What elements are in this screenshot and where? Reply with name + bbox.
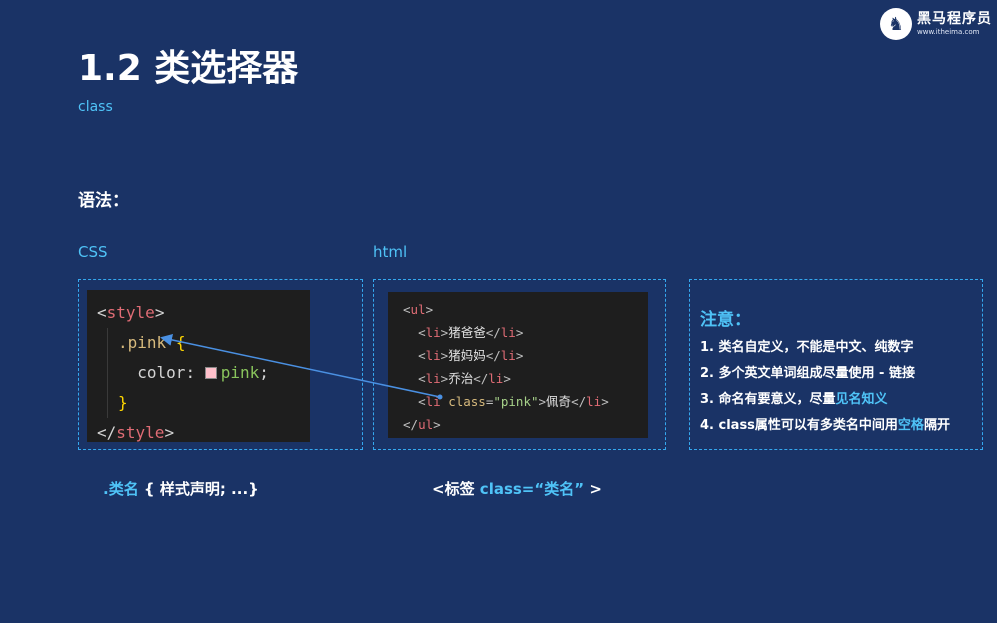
note-text: 隔开	[923, 418, 950, 433]
css-label: CSS	[78, 243, 108, 261]
notes-title: 注意：	[700, 310, 751, 330]
slide-subtitle: class	[78, 99, 113, 115]
li-tag: li	[425, 325, 441, 340]
brand-logo: ♞ 黑马程序员 www.itheima.com	[880, 6, 992, 42]
class-attr: class	[448, 394, 486, 409]
html-code-block: <ul> <li>猪爸爸</li> <li>猪妈妈</li> <li>乔治</l…	[388, 292, 648, 438]
ul-close-tag: ul	[418, 417, 434, 432]
syntax-label: 语法：	[78, 191, 129, 211]
li-tag: li	[425, 394, 441, 409]
tag-close-text: >	[584, 480, 602, 498]
html-label: html	[373, 243, 408, 261]
note-text: 4. class属性可以有多类名中间用	[700, 418, 898, 433]
note-highlight: 见名知义	[835, 392, 888, 407]
list-item: 猪妈妈	[448, 348, 486, 363]
class-attr-text: class=“类名”	[479, 480, 585, 498]
li-tag: li	[488, 371, 504, 386]
declaration-text: { 样式声明; ...}	[138, 480, 259, 498]
note-highlight: 空格	[897, 418, 924, 433]
horse-logo-icon: ♞	[880, 8, 912, 40]
li-tag: li	[500, 348, 516, 363]
class-selector-text: .类名	[103, 480, 139, 498]
notes-dashed-box	[689, 279, 983, 450]
css-selector: .pink	[118, 333, 167, 352]
li-tag: li	[586, 394, 602, 409]
note-item: 3. 命名有要意义，尽量见名知义	[700, 387, 950, 413]
note-item: 4. class属性可以有多类名中间用空格隔开	[700, 413, 950, 439]
style-close-tag: style	[116, 423, 165, 442]
ul-open-tag: ul	[410, 302, 426, 317]
style-open-tag: style	[106, 303, 155, 322]
tag-open-text: <标签	[432, 480, 480, 498]
logo-name: 黑马程序员	[917, 11, 992, 27]
html-syntax-summary: <标签 class=“类名” >	[432, 478, 602, 499]
class-value: "pink"	[493, 394, 539, 409]
css-value: pink	[220, 363, 260, 382]
list-item: 猪爸爸	[448, 325, 486, 340]
note-item: 2. 多个英文单词组成尽量使用 - 链接	[700, 366, 915, 381]
logo-url: www.itheima.com	[917, 28, 980, 36]
li-tag: li	[425, 371, 441, 386]
list-item: 乔治	[448, 371, 474, 386]
li-tag: li	[425, 348, 441, 363]
note-item: 1. 类名自定义，不能是中文、纯数字	[700, 340, 914, 355]
css-property: color	[137, 363, 186, 382]
color-swatch	[204, 367, 217, 379]
list-item: 佩奇	[546, 394, 572, 409]
notes-list: 1. 类名自定义，不能是中文、纯数字 2. 多个英文单词组成尽量使用 - 链接 …	[700, 335, 950, 439]
css-syntax-summary: .类名 { 样式声明; ...}	[103, 478, 259, 499]
li-tag: li	[500, 325, 516, 340]
slide-title: 1.2 类选择器	[78, 48, 299, 89]
note-text: 3. 命名有要意义，尽量	[700, 392, 836, 407]
css-code-block: <style> .pink { color: pink; } </style>	[87, 290, 310, 442]
